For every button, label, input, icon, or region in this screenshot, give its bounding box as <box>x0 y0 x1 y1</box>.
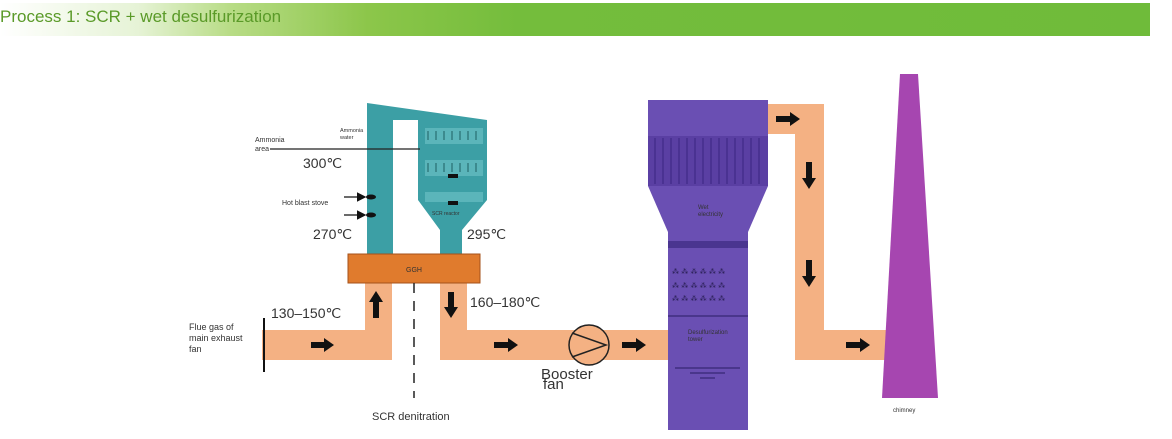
temp-300-label: 300℃ <box>303 155 342 171</box>
desulf-tower-label-1: Desulfurization <box>688 330 728 336</box>
svg-text:Desulfurization tower: Desulfurization tower <box>688 330 729 343</box>
svg-text:Flue gas of main exhaust: Flue gas of main exhaust fan <box>189 322 245 354</box>
scr-reactor-label: SCR reactor <box>432 211 460 217</box>
ammonia-water-label-2: water <box>339 135 354 141</box>
booster-fan <box>568 324 610 366</box>
ammonia-area-label-2: area <box>255 146 269 153</box>
svg-text:⁂ ⁂ ⁂ ⁂ ⁂ ⁂: ⁂ ⁂ ⁂ ⁂ ⁂ ⁂ <box>672 268 725 276</box>
burner-icon-1 <box>366 194 376 200</box>
svg-text:Wet electricity: Wet electricity <box>698 205 723 218</box>
svg-text:Ammonia water: Ammonia water <box>339 128 365 141</box>
booster-fan-label-2: fan <box>543 376 564 393</box>
temp-160-180-label: 160–180℃ <box>470 294 540 310</box>
ammonia-area-label-1: Ammonia <box>255 137 285 144</box>
page-title: Process 1: SCR + wet desulfurization <box>0 7 282 26</box>
hot-blast-arrows <box>344 192 367 220</box>
hot-blast-stove-label: Hot blast stove <box>282 200 328 207</box>
scr-denitration-label: SCR denitration <box>372 411 450 423</box>
ammonia-water-label-1: Ammonia <box>340 128 364 134</box>
temp-270-label: 270℃ <box>313 226 352 242</box>
ggh-label: GGH <box>406 267 422 274</box>
flow-arrows <box>311 112 870 352</box>
svg-text:⁂ ⁂ ⁂ ⁂ ⁂ ⁂: ⁂ ⁂ ⁂ ⁂ ⁂ ⁂ <box>672 295 725 303</box>
header-bar <box>0 3 1150 36</box>
svg-text:Ammonia area: Ammonia area <box>255 137 287 153</box>
chimney-label: chimney <box>893 408 915 414</box>
scr-reactor-tower: SCR reactor <box>367 103 487 255</box>
wet-electricity-label-2: electricity <box>698 212 723 218</box>
wet-electricity-label-1: Wet <box>698 205 709 211</box>
ggh-unit: GGH <box>347 253 481 284</box>
temp-130-150-label: 130–150℃ <box>271 305 341 321</box>
flue-gas-label-3: fan <box>189 344 202 354</box>
flue-duct <box>262 104 887 360</box>
flue-gas-label-1: Flue gas of <box>189 322 234 332</box>
burner-icon-2 <box>366 212 376 218</box>
desulfurization-tower: ⁂ ⁂ ⁂ ⁂ ⁂ ⁂ ⁂ ⁂ ⁂ ⁂ ⁂ ⁂ ⁂ ⁂ ⁂ ⁂ ⁂ ⁂ Wet … <box>648 100 768 430</box>
desulf-tower-label-2: tower <box>688 337 703 343</box>
booster-fan-label-1: Booster <box>541 366 593 383</box>
chimney <box>882 74 938 398</box>
flue-gas-label-2: main exhaust <box>189 333 243 343</box>
svg-text:⁂ ⁂ ⁂ ⁂ ⁂ ⁂: ⁂ ⁂ ⁂ ⁂ ⁂ ⁂ <box>672 282 725 290</box>
temp-295-label: 295℃ <box>467 226 506 242</box>
svg-text:Booster fan: Booster fan <box>541 366 597 393</box>
